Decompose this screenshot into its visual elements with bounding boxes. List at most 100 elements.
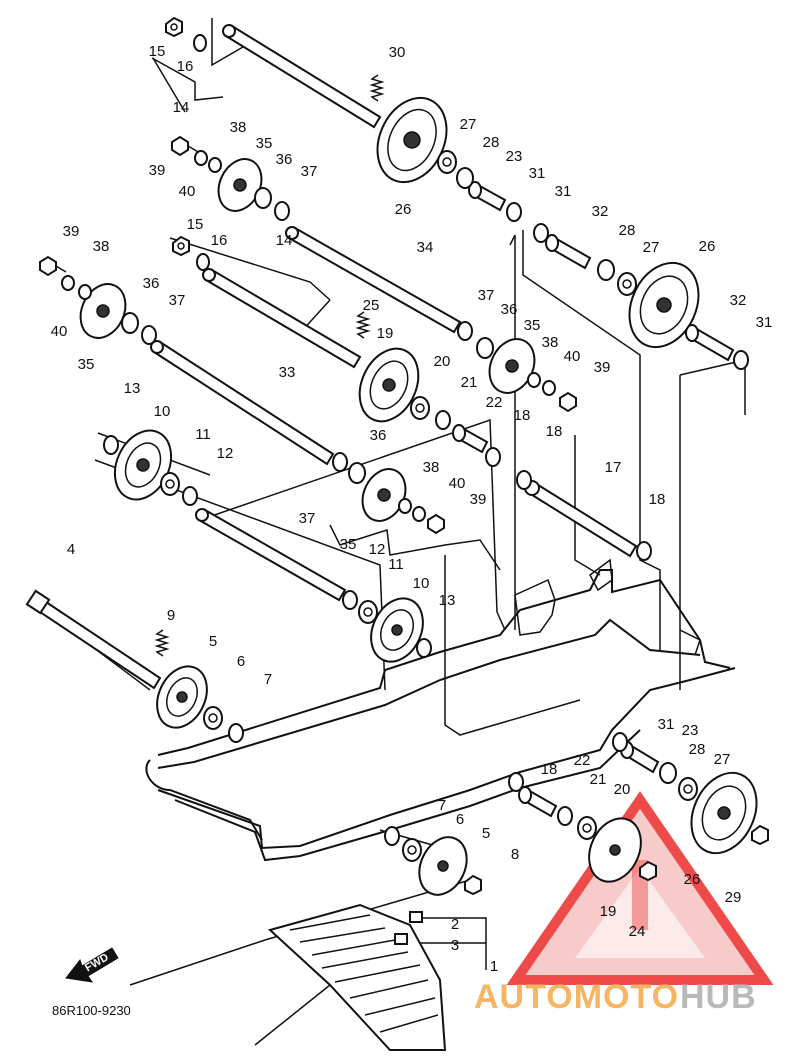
wheels (79, 96, 758, 896)
callout-6: 6 (237, 653, 245, 670)
wheel-26-top (376, 96, 448, 184)
callout-12: 12 (369, 541, 386, 558)
callout-35: 35 (340, 536, 357, 553)
washer-31-c (733, 350, 749, 370)
wheel-5-left (156, 665, 208, 729)
callout-38: 38 (230, 119, 247, 136)
springs (154, 74, 385, 657)
washer-21-bottom (557, 806, 573, 826)
forward-arrow: FWD (65, 947, 119, 983)
watermark-automoto: AUTOMOTO (474, 978, 679, 1016)
callout-12: 12 (217, 445, 234, 462)
watermark-text: AUTOMOTO HUB (474, 978, 757, 1016)
washer-31-b (533, 223, 549, 243)
washer-37-d (332, 452, 348, 472)
axle-14-middle (202, 268, 362, 369)
bolt-39-a (171, 135, 201, 157)
washer-31-d (612, 732, 628, 752)
washer-38-d (398, 498, 412, 514)
callout-30: 30 (389, 44, 406, 61)
callout-11: 11 (195, 426, 211, 443)
bearing-36-c (476, 337, 494, 359)
callout-19: 19 (377, 325, 394, 342)
callout-40: 40 (179, 183, 196, 200)
callout-31: 31 (756, 314, 773, 331)
bolt-39-d (427, 513, 445, 535)
collar-22-middle (452, 424, 489, 454)
callout-1: 1 (490, 958, 498, 975)
callout-24: 24 (629, 923, 646, 940)
callout-27: 27 (714, 751, 731, 768)
callout-3: 3 (451, 937, 459, 954)
axle-34 (285, 226, 462, 334)
drive-track (254, 903, 447, 1051)
callout-labels: 15 16 14 30 27 28 23 31 26 38 35 36 37 3… (51, 43, 773, 975)
collars (452, 181, 735, 818)
callout-23: 23 (682, 722, 699, 739)
callout-34: 34 (417, 239, 434, 256)
callout-18: 18 (541, 761, 558, 778)
diagram-code: 86R100-9230 (52, 1003, 131, 1018)
washer-13-upper (103, 435, 119, 455)
bearing-20-middle (410, 396, 430, 420)
callout-11: 11 (388, 556, 404, 573)
washer-13-lower (416, 638, 432, 658)
bearing-36-b (121, 312, 139, 334)
callout-15: 15 (187, 216, 204, 233)
callout-31: 31 (555, 183, 572, 200)
callout-36: 36 (276, 151, 293, 168)
callout-7: 7 (264, 671, 272, 688)
nut-15-middle (172, 235, 190, 257)
spring-9 (154, 629, 170, 657)
washer-38-b (78, 284, 92, 300)
axles (25, 24, 638, 690)
callout-9: 9 (167, 607, 175, 624)
collar-32-b (685, 324, 735, 362)
axle-17 (524, 480, 638, 558)
axle-lower-shaft (195, 508, 347, 602)
callout-13: 13 (124, 380, 141, 397)
callout-5: 5 (209, 633, 217, 650)
callout-27: 27 (643, 239, 660, 256)
washer-28-b (597, 259, 615, 281)
callout-26: 26 (699, 238, 716, 255)
callout-7: 7 (438, 797, 446, 814)
callout-32: 32 (592, 203, 609, 220)
callout-40: 40 (449, 475, 466, 492)
bolt-39-c (559, 391, 577, 413)
small-parts (39, 16, 769, 896)
wheel-19-bottom (588, 817, 642, 883)
callout-21: 21 (590, 771, 607, 788)
bearing-27-b (617, 272, 637, 296)
callout-35: 35 (256, 135, 273, 152)
nut-29 (751, 824, 769, 846)
callout-20: 20 (614, 781, 631, 798)
callout-37: 37 (299, 510, 316, 527)
callout-32: 32 (730, 292, 747, 309)
bearing-11-upper (160, 472, 180, 496)
callout-20: 20 (434, 353, 451, 370)
callout-8: 8 (511, 846, 519, 863)
axle-33 (150, 340, 335, 466)
callout-37: 37 (169, 292, 186, 309)
bearing-11-lower (358, 600, 378, 624)
callout-21: 21 (461, 374, 478, 391)
callout-36: 36 (370, 427, 387, 444)
watermark-hub: HUB (680, 978, 757, 1016)
callout-22: 22 (574, 752, 591, 769)
callout-18: 18 (514, 407, 531, 424)
washer-40-c (542, 380, 556, 396)
callout-31: 31 (529, 165, 546, 182)
slide-rail-frame (145, 235, 746, 862)
callout-22: 22 (486, 394, 503, 411)
callout-40: 40 (564, 348, 581, 365)
bearing-6-left (203, 706, 223, 730)
callout-35: 35 (78, 356, 95, 373)
washer-40-a (194, 150, 208, 166)
callout-6: 6 (456, 811, 464, 828)
callout-36: 36 (501, 301, 518, 318)
washer-21-middle (435, 410, 451, 430)
wheel-5-bottom (418, 836, 468, 896)
callout-15: 15 (149, 43, 166, 60)
